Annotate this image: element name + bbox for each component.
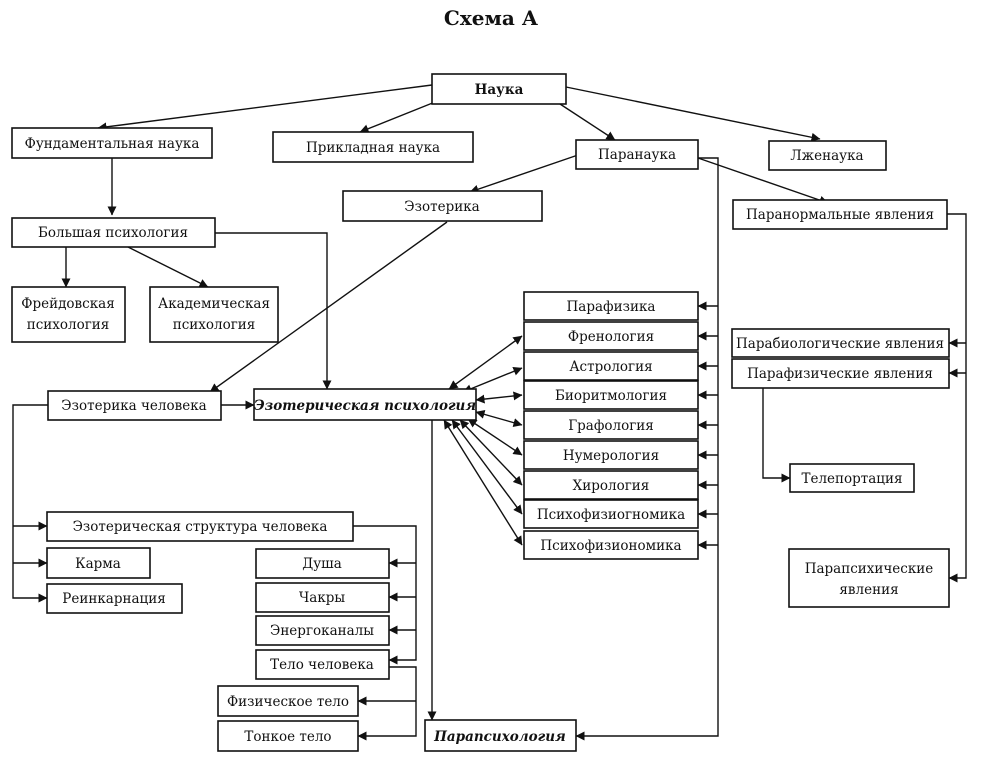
diagram-title: Схема А — [444, 6, 539, 30]
node-struktura: Эзотерическая структура человека — [46, 511, 354, 542]
node-akadem: Академическая психология — [149, 286, 279, 343]
node-parafizika: Парафизика — [523, 291, 699, 321]
edge-ezotpsih-astrologiya — [462, 367, 523, 393]
edge-ezotpsih-frenologiya — [448, 335, 523, 390]
node-freid: Фрейдовская психология — [11, 286, 126, 343]
node-label: Паранаука — [598, 147, 676, 163]
edge-bolshaya-akadem — [127, 246, 209, 288]
edge-ezotpsih-psihofizionomika — [443, 419, 523, 546]
node-label-line2: психология — [173, 317, 256, 333]
node-label-line1: Фрейдовская — [21, 296, 114, 312]
node-tonkoe: Тонкое тело — [217, 720, 359, 752]
node-label: Хирология — [573, 478, 650, 494]
node-label: Чакры — [299, 590, 346, 606]
node-grafologiya: Графология — [523, 410, 699, 440]
node-parapsihologiya: Парапсихология — [424, 719, 577, 752]
node-label: Эзотерика человека — [61, 398, 206, 414]
node-dusha: Душа — [255, 548, 390, 579]
edge-parafizich-teleport — [762, 388, 791, 483]
node-paranormal: Паранормальные явления — [732, 199, 948, 230]
node-label: Тонкое тело — [244, 729, 331, 745]
node-label: Парафизические явления — [747, 366, 933, 382]
node-paranauka: Паранаука — [575, 139, 699, 170]
node-ezoterika: Эзотерика — [342, 190, 543, 222]
edge-paranauka-ezoterika — [469, 154, 579, 194]
edge-ezoterika-ezotcheloveka — [209, 221, 448, 393]
node-label: Энергоканалы — [270, 623, 374, 639]
node-label: Физическое тело — [227, 694, 349, 710]
edge-nauka-lzhenauka — [565, 86, 821, 142]
edge-struktura-bus — [353, 525, 417, 665]
edge-ezotcheloveka-bus — [12, 404, 48, 603]
node-label: Графология — [568, 418, 654, 434]
node-parapsih-yavleniya: Парапсихические явления — [788, 548, 950, 608]
node-label: Эзотерическая структура человека — [73, 519, 328, 535]
edge-nauka-fundamental — [97, 84, 433, 132]
edge-nauka-prikladnaya — [359, 101, 436, 134]
node-teleportaciya: Телепортация — [789, 463, 915, 493]
node-label: Парафизика — [567, 299, 656, 315]
edge-paranormal-bus — [947, 213, 967, 583]
node-label: Тело человека — [270, 657, 374, 673]
node-ezoterika-cheloveka: Эзотерика человека — [47, 390, 222, 421]
node-parafizich: Парафизические явления — [731, 358, 950, 389]
connectors — [12, 84, 967, 741]
node-nauka: Наука — [431, 73, 567, 105]
node-label-line1: Академическая — [158, 296, 270, 312]
node-psihofiziognomika: Психофизиогномика — [523, 499, 699, 529]
node-label: Френология — [568, 329, 654, 345]
node-label: Прикладная наука — [306, 140, 440, 156]
node-label: Парапсихология — [433, 729, 566, 745]
node-frenologiya: Френология — [523, 321, 699, 351]
node-parabiolog: Парабиологические явления — [731, 328, 950, 358]
node-label: Реинкарнация — [62, 591, 165, 607]
node-label: Душа — [302, 556, 342, 572]
node-label: Парабиологические явления — [736, 336, 944, 352]
node-bolshaya: Большая психология — [11, 217, 216, 248]
node-label: Психофизиономика — [540, 538, 681, 554]
edge-nauka-paranauka — [559, 103, 616, 141]
node-astrologiya: Астрология — [523, 351, 699, 381]
node-karma: Карма — [46, 547, 151, 579]
node-numerologiya: Нумерология — [523, 440, 699, 470]
node-label: Карма — [75, 556, 121, 572]
node-fizicheskoe: Физическое тело — [217, 685, 359, 717]
node-label: Паранормальные явления — [746, 207, 934, 223]
edge-bolshaya-ezotpsih — [215, 232, 332, 390]
node-ezot-psihologiya: Эзотерическая психология — [253, 388, 477, 421]
node-reinkarnaciya: Реинкарнация — [46, 583, 183, 614]
node-label: Астрология — [569, 359, 652, 375]
node-lzhenauka: Лженаука — [768, 140, 887, 171]
node-label: Большая психология — [38, 225, 188, 241]
edge-ezotpsih-psihofiziognomika — [451, 419, 523, 515]
node-label: Нумерология — [563, 448, 659, 464]
edge-paranauka-paranormal — [697, 157, 829, 205]
node-label: Эзотерическая психология — [254, 398, 476, 414]
node-label: Психофизиогномика — [537, 507, 685, 523]
node-telo-cheloveka: Тело человека — [255, 649, 390, 680]
node-hirologiya: Хирология — [523, 470, 699, 500]
node-label-line2: явления — [839, 582, 898, 598]
node-bioritmologiya: Биоритмология — [523, 380, 699, 410]
edge-ezotpsih-grafologiya — [475, 409, 523, 428]
edge-paranauka-bus — [575, 157, 719, 741]
node-label: Эзотерика — [404, 199, 479, 215]
node-fundamental: Фундаментальная наука — [11, 127, 213, 159]
node-label-line2: психология — [27, 317, 110, 333]
node-label: Телепортация — [801, 471, 902, 487]
node-label: Наука — [475, 82, 524, 98]
node-label: Фундаментальная наука — [25, 136, 200, 152]
node-label-line1: Парапсихические — [805, 561, 934, 577]
node-energokanaly: Энергоканалы — [255, 615, 390, 646]
node-label: Биоритмология — [555, 388, 667, 404]
edge-ezotpsih-bioritmologiya — [475, 391, 523, 404]
edge-ezotpsih-hirologiya — [459, 419, 523, 486]
node-psihofizionomika: Психофизиономика — [523, 530, 699, 560]
node-prikladnaya: Прикладная наука — [272, 131, 474, 163]
node-chakry: Чакры — [255, 582, 390, 613]
node-label: Лженаука — [790, 148, 863, 164]
